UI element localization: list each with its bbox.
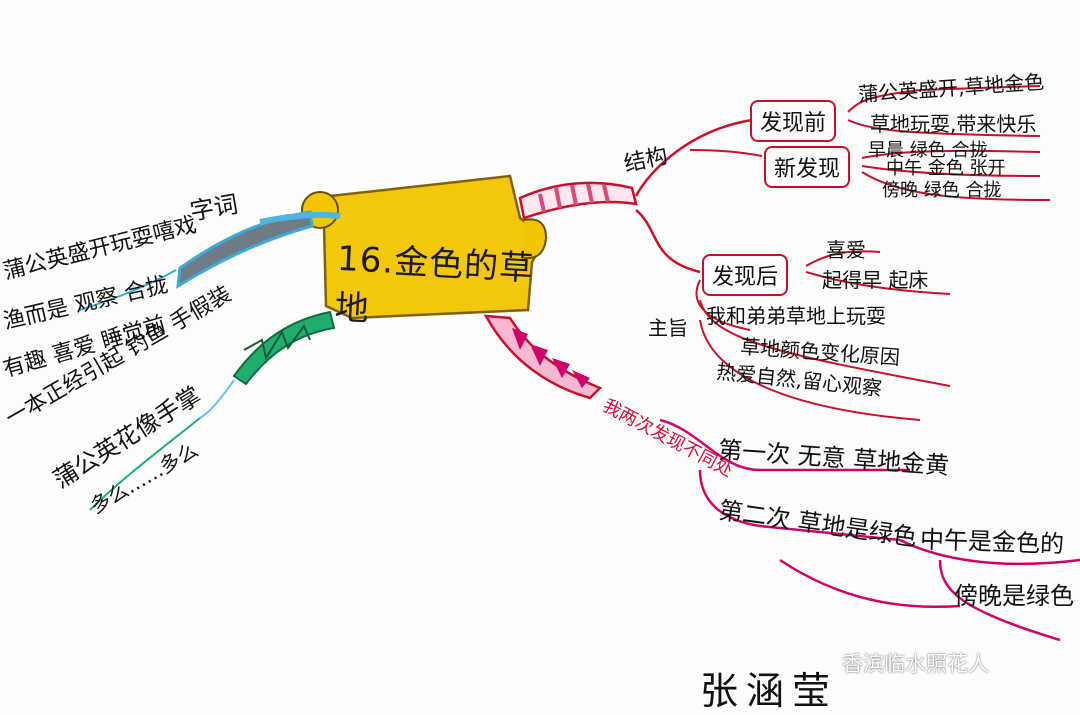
new-discovery-box: 新发现: [764, 146, 851, 188]
discover-before-box: 发现前: [750, 100, 837, 142]
theme-label: 主旨: [648, 316, 688, 340]
watermark: 香滨临水照花人: [812, 648, 989, 678]
watermark-text: 香滨临水照花人: [842, 652, 989, 676]
discover-before-item-2: 草地玩耍,带来快乐: [870, 112, 1037, 136]
theme-item-1: 我和弟弟草地上玩耍: [706, 304, 886, 328]
wechat-icon: [812, 653, 836, 672]
after-box: 发现后: [702, 254, 789, 296]
new-discovery-item-1: 早晨 绿色 合拢: [868, 140, 988, 161]
noon-text: 中午是金色的: [919, 525, 1065, 559]
after-item-2: 起得早 起床: [822, 268, 929, 292]
center-title: 16.金色的草地: [333, 238, 536, 330]
evening-text: 傍晚是绿色: [954, 582, 1074, 610]
center-node: [301, 174, 548, 320]
new-discovery-item-2: 中午 金色 张开: [886, 158, 1006, 179]
structure-branch: [518, 181, 638, 220]
signature: 张涵莹: [700, 669, 839, 713]
new-discovery-item-3: 傍晚 绿色 合拢: [882, 180, 1002, 201]
after-item-1: 喜爱: [826, 238, 866, 262]
